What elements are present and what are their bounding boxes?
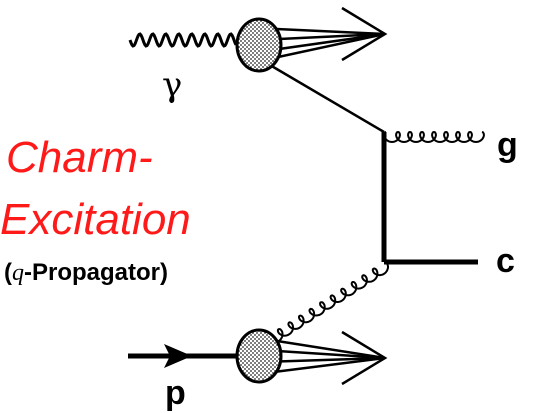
photon-label: γ	[162, 65, 182, 105]
propagator-rest: -Propagator)	[24, 259, 168, 286]
proton-blob	[235, 328, 283, 384]
proton-label: p	[165, 374, 186, 412]
propagator-open-paren: (	[4, 259, 12, 286]
charm-label: c	[496, 242, 515, 280]
title-line-2: Excitation	[0, 195, 191, 244]
photon-blob	[235, 17, 283, 73]
proton-arrow-icon	[164, 344, 192, 368]
propagator-label: (q-Propagator)	[4, 259, 168, 286]
photon-line	[128, 32, 238, 48]
title-line-1: Charm-	[6, 133, 153, 182]
bottom-remnant-fan	[257, 330, 388, 386]
propagator-q-symbol: q	[12, 260, 24, 286]
gluon-incoming-line	[266, 260, 389, 344]
quark-line-top	[257, 56, 385, 134]
gluon-outgoing-line	[383, 130, 485, 144]
gluon-label: g	[497, 126, 518, 164]
